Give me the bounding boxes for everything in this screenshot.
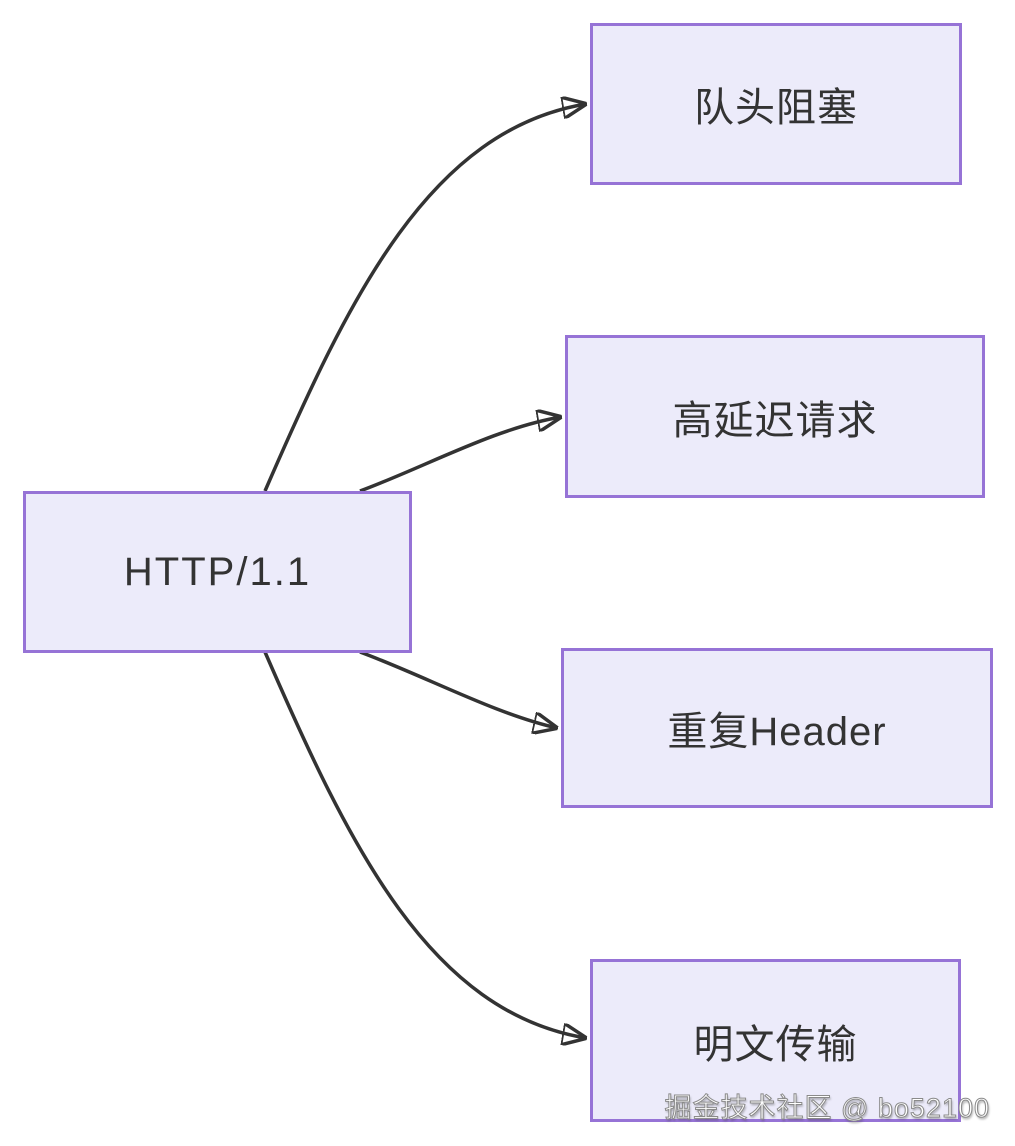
node-head-of-line-blocking: 队头阻塞 [590, 23, 962, 185]
node-high-latency-requests-label: 高延迟请求 [672, 398, 878, 443]
node-http-1-1-label: HTTP/1.1 [123, 549, 312, 594]
edge-root-to-high-latency-requests [359, 417, 561, 493]
node-duplicate-header-label: 重复Header [667, 710, 887, 754]
node-head-of-line-blocking-label: 队头阻塞 [694, 86, 858, 130]
node-plaintext-transmission-label: 明文传输 [693, 1022, 858, 1067]
node-http-1-1: HTTP/1.1 [23, 491, 412, 653]
node-duplicate-header: 重复Header [561, 648, 993, 808]
edge-root-to-duplicate-header [359, 650, 557, 728]
edge-root-to-plaintext-transmission [263, 651, 586, 1038]
node-high-latency-requests: 高延迟请求 [565, 335, 985, 498]
watermark: 掘金技术社区 @ bo52100 [664, 1093, 990, 1124]
node-plaintext-transmission: 明文传输 [590, 959, 961, 1122]
edge-root-to-head-of-line-blocking [263, 104, 586, 492]
